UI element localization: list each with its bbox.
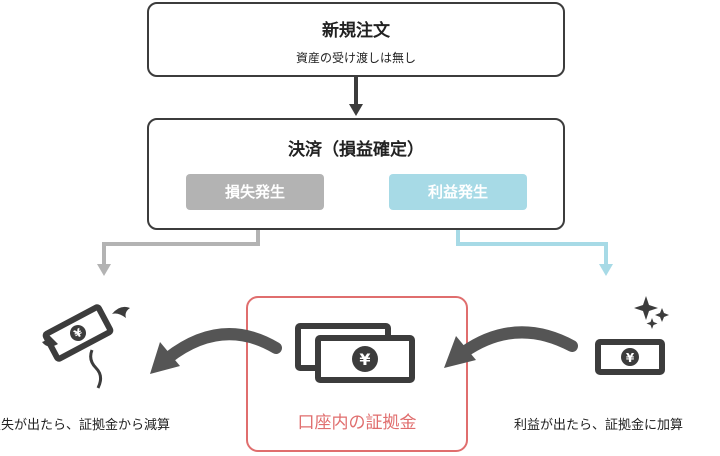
wing-icon (112, 306, 130, 318)
settlement-box: 決済（損益確定） 損失発生 利益発生 (147, 118, 565, 230)
curved-arrow-left-head (150, 342, 180, 374)
new-order-subtitle: 資産の受け渡しは無し (295, 51, 416, 65)
yen-symbol: ¥ (626, 351, 635, 365)
new-order-box: 新規注文 資産の受け渡しは無し (147, 2, 565, 77)
loss-branch-line (102, 230, 260, 264)
sparkle-icon (655, 308, 669, 322)
profit-branch-line (456, 230, 608, 264)
loss-branch-arrowhead (97, 264, 111, 276)
wing-icon (42, 334, 58, 347)
profit-branch-arrowhead (599, 264, 613, 276)
loss-badge: 損失発生 (186, 174, 324, 210)
banknotes-icon: ¥ (295, 323, 415, 383)
settlement-title: 決済（損益確定） (288, 140, 424, 160)
flow-arrow-head (349, 104, 363, 116)
banknote-icon: ¥ (595, 339, 665, 375)
flying-banknote-icon: ¥ (42, 304, 114, 362)
curved-arrow-left (162, 328, 282, 364)
tail-icon (89, 349, 103, 389)
sparkle-icon (634, 296, 658, 320)
curved-arrow-right-head (444, 336, 476, 368)
profit-caption: 利益が出たら、証拠金に加算 (514, 418, 684, 433)
sparkle-icon (646, 318, 658, 329)
profit-badge: 利益発生 (389, 174, 527, 210)
curved-arrow-right (458, 326, 578, 358)
margin-label: 口座内の証拠金 (297, 413, 417, 433)
yen-symbol: ¥ (359, 350, 370, 369)
new-order-title: 新規注文 (322, 21, 390, 41)
loss-caption: 損失が出たら、証拠金から減算 (0, 418, 171, 433)
